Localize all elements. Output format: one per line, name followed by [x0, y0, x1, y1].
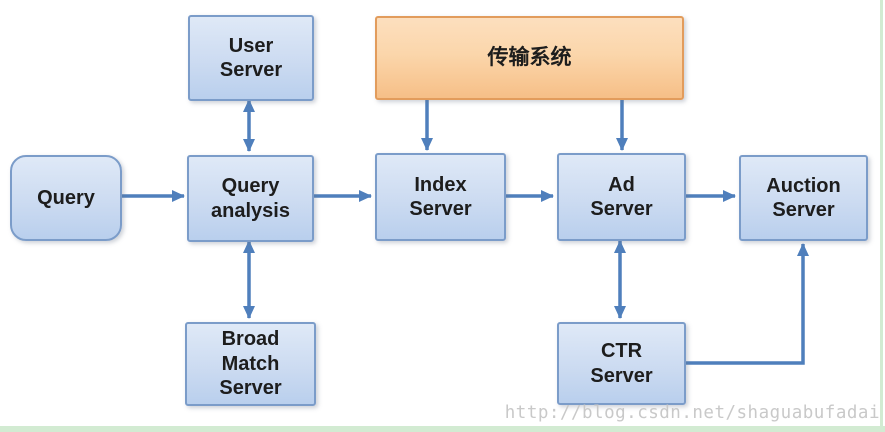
- watermark-text: http://blog.csdn.net/shaguabufadai: [504, 403, 880, 423]
- edge-ctr-server-to-auction-server: [684, 243, 809, 365]
- node-broad-match-server: Broad Match Server: [185, 322, 316, 406]
- node-user-server-label: User Server: [219, 34, 283, 81]
- node-auction-server: Auction Server: [739, 155, 868, 241]
- node-query: Query: [10, 155, 122, 241]
- node-transmission-system: 传输系统: [375, 16, 684, 100]
- node-ctr-server: CTR Server: [557, 322, 686, 405]
- node-index-server: Index Server: [375, 153, 506, 241]
- page-edge-bottom-accent: [0, 426, 885, 432]
- node-ad-server: Ad Server: [557, 153, 686, 241]
- node-query-analysis: Query analysis: [187, 155, 314, 242]
- node-user-server: User Server: [188, 15, 314, 101]
- node-index-server-label: Index Server: [409, 173, 472, 220]
- node-auction-server-label: Auction Server: [766, 174, 841, 221]
- node-ad-server-label: Ad Server: [590, 173, 653, 220]
- page-edge-right-accent: [880, 0, 883, 432]
- node-broad-match-server-label: Broad Match Server: [219, 328, 282, 400]
- node-query-analysis-label: Query analysis: [211, 175, 290, 222]
- node-query-label: Query: [37, 186, 95, 209]
- node-transmission-system-label: 传输系统: [487, 46, 572, 70]
- node-ctr-server-label: CTR Server: [590, 340, 653, 387]
